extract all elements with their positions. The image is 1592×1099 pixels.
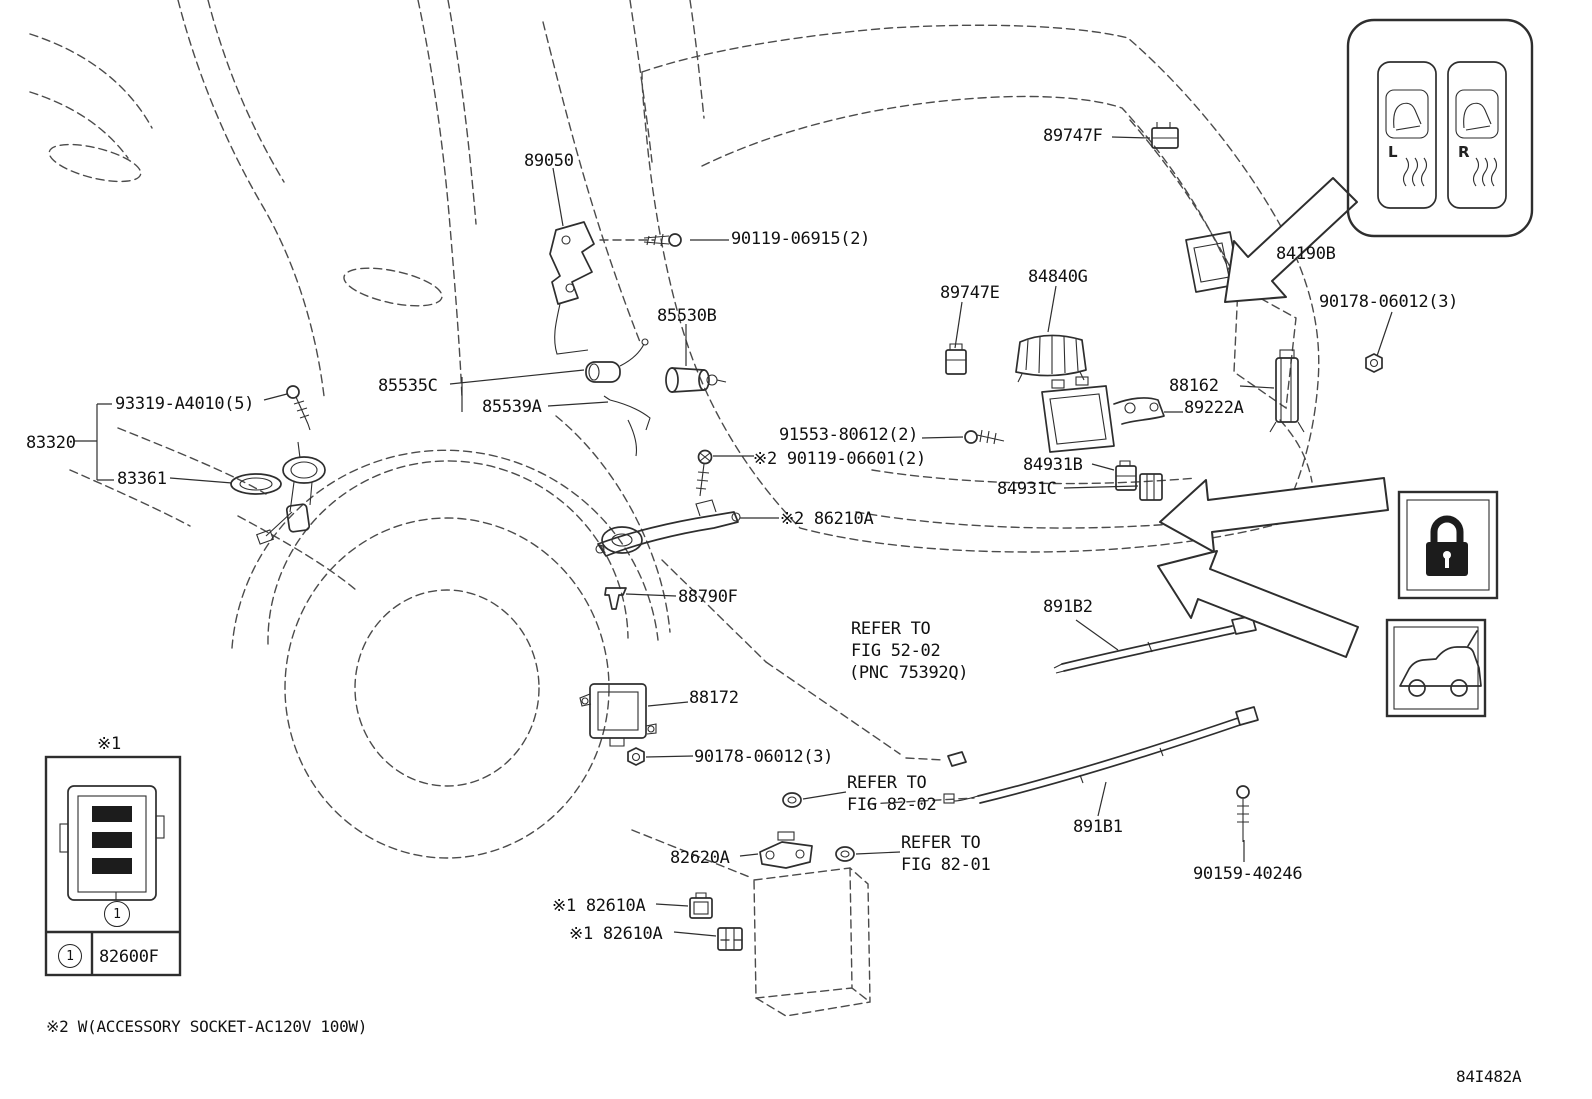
seat-switch-left — [1377, 61, 1437, 209]
part-label-90119-06915: 90119-06915(2) — [731, 229, 871, 249]
socket-82610A-second — [717, 927, 743, 951]
callout-1-circle: 1 — [104, 901, 130, 927]
direction-arrows — [1157, 177, 1389, 658]
part-label-891B2: 891B2 — [1043, 597, 1093, 617]
motor-assembly-86210A — [595, 499, 741, 557]
direction-arrow-icon — [1159, 477, 1389, 553]
padlock-icon — [1430, 515, 1464, 542]
heat-lines-icon — [1472, 157, 1498, 187]
part-label-82620A: 82620A — [670, 848, 730, 868]
part-label-89747E: 89747E — [940, 283, 1000, 303]
nut-90178-mid-icon — [627, 747, 645, 766]
part-label-88162: 88162 — [1169, 376, 1219, 396]
harness-891B2 — [1053, 615, 1257, 674]
screw-90119-06601-icon — [695, 449, 713, 497]
lock-indicator-box — [1397, 490, 1499, 600]
dashed-leader-lines — [599, 239, 975, 941]
gasket-83361 — [230, 473, 282, 495]
suv-liftgate-icon — [1399, 646, 1482, 687]
part-label-86210A: ※2 86210A — [780, 509, 874, 529]
components — [230, 122, 1383, 1017]
screw-90159-icon — [1236, 785, 1250, 842]
part-label-84190B: 84190B — [1276, 244, 1336, 264]
inset-note-marker: ※1 — [97, 734, 121, 754]
direction-arrow-icon — [1224, 177, 1358, 303]
part-label-84931C: 84931C — [997, 479, 1057, 499]
seat-switch-panel — [1346, 18, 1534, 238]
ref-fig5202-line2: FIG 52-02 — [851, 641, 941, 661]
sensor-85530B — [665, 367, 727, 393]
part-label-82610A-b: ※1 82610A — [569, 924, 663, 944]
part-label-84931B: 84931B — [1023, 455, 1083, 475]
legend-part-number: 82600F — [99, 947, 159, 967]
sensor-85535C — [585, 338, 649, 383]
footnote: ※2 W(ACCESSORY SOCKET-AC120V 100W) — [46, 1017, 368, 1036]
screw-91553-icon — [964, 429, 1005, 445]
relay-module-and-bracket-89222A — [1041, 376, 1165, 453]
part-label-90119-06601: ※2 90119-06601(2) — [753, 449, 926, 469]
ref-fig8202-line2: FIG 82-02 — [847, 795, 937, 815]
part-label-90178-06012-b: 90178-06012(3) — [694, 747, 834, 767]
connector-legend-inset — [44, 755, 182, 977]
ref-fig8201-line2: FIG 82-01 — [901, 855, 991, 875]
rod-85539A — [603, 395, 651, 457]
module-88172 — [579, 683, 657, 747]
part-label-82610A-a: ※1 82610A — [552, 896, 646, 916]
direction-arrow-icon — [1157, 550, 1359, 658]
liftgate-indicator-box — [1385, 618, 1487, 718]
bracket-82620A — [759, 831, 813, 869]
part-label-891B1: 891B1 — [1073, 817, 1123, 837]
heat-lines-icon — [1402, 157, 1428, 187]
connector-84931C — [1139, 473, 1163, 501]
part-label-90178-06012-a: 90178-06012(3) — [1319, 292, 1459, 312]
part-label-89222A: 89222A — [1184, 398, 1244, 418]
screw-93319-icon — [286, 385, 311, 431]
part-label-83361: 83361 — [117, 469, 167, 489]
fuel-sender-83320 — [256, 441, 326, 545]
seat-switch-right — [1447, 61, 1507, 209]
part-label-89747F: 89747F — [1043, 126, 1103, 146]
part-label-89050: 89050 — [524, 151, 574, 171]
sensor-89747E — [945, 343, 967, 375]
nut-90178-top-icon — [1365, 353, 1383, 373]
connector-84931B — [1115, 460, 1137, 491]
ref-fig5202-line3: (PNC 75392Q) — [849, 663, 969, 683]
part-label-85530B: 85530B — [657, 306, 717, 326]
connector-fig5202-icon — [947, 751, 967, 767]
sensor-89050 — [549, 221, 595, 355]
switch-right-letter: R — [1458, 143, 1470, 161]
part-label-85535C: 85535C — [378, 376, 438, 396]
switch-left-letter: L — [1388, 143, 1398, 161]
legend-callout-circle: 1 — [58, 944, 82, 968]
part-label-88172: 88172 — [689, 688, 739, 708]
doc-code: 84I482A — [1456, 1067, 1522, 1086]
part-label-85539A: 85539A — [482, 397, 542, 417]
part-label-83320: 83320 — [26, 433, 76, 453]
part-label-88790F: 88790F — [678, 587, 738, 607]
ref-fig5202-line1: REFER TO — [851, 619, 931, 639]
part-label-84840G: 84840G — [1028, 267, 1088, 287]
harness-891B1 — [943, 706, 1259, 804]
seat-icon — [1463, 102, 1492, 131]
ref-fig8202-line1: REFER TO — [847, 773, 927, 793]
part-label-91553: 91553-80612(2) — [779, 425, 919, 445]
grommet-fig8202-icon — [782, 792, 802, 808]
connector-88162 — [1269, 349, 1305, 433]
module-84840G — [1015, 334, 1087, 383]
console-box-dashed — [753, 867, 871, 1017]
seat-icon — [1393, 102, 1422, 131]
part-label-93319: 93319-A4010(5) — [115, 394, 255, 414]
socket-82610A-first — [689, 892, 713, 919]
grommet-fig8201-icon — [835, 846, 855, 862]
part-label-90159: 90159-40246 — [1193, 864, 1303, 884]
car-body-outline — [29, 0, 1320, 859]
clip-88790F — [604, 587, 627, 610]
sensor-89747F — [1151, 122, 1179, 149]
ref-fig8201-line1: REFER TO — [901, 833, 981, 853]
screw-90119-06915-icon — [643, 233, 682, 247]
